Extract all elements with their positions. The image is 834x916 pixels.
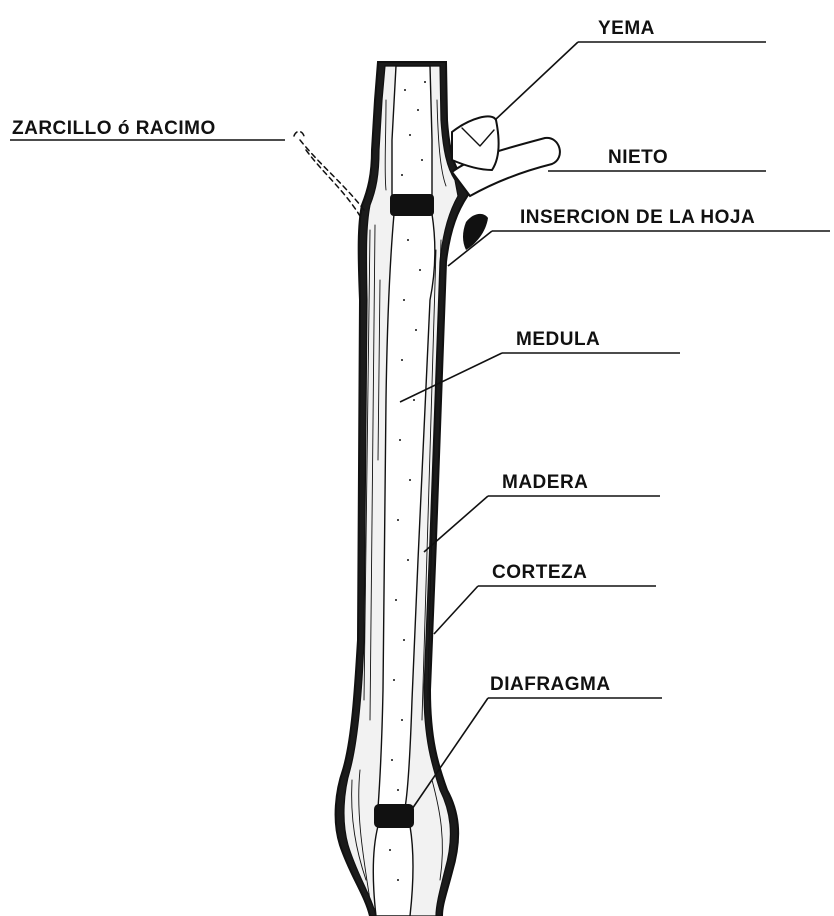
stem <box>336 62 468 916</box>
label-diafragma: DIAFRAGMA <box>490 674 611 695</box>
pith-shape-3 <box>373 826 413 916</box>
label-zarcillo: ZARCILLO ó RACIMO <box>12 118 216 139</box>
shoot-and-bud <box>452 116 560 250</box>
label-medula: MEDULA <box>516 329 600 350</box>
label-corteza: CORTEZA <box>492 562 587 583</box>
lower-diaphragm <box>374 804 414 828</box>
upper-diaphragm <box>390 194 434 216</box>
label-yema: YEMA <box>598 18 655 39</box>
yema-bud <box>452 116 499 170</box>
pith-shape <box>392 66 432 196</box>
tendril <box>294 132 364 217</box>
label-insercion: INSERCION DE LA HOJA <box>520 207 755 228</box>
label-madera: MADERA <box>502 472 588 493</box>
label-nieto: NIETO <box>608 147 668 168</box>
